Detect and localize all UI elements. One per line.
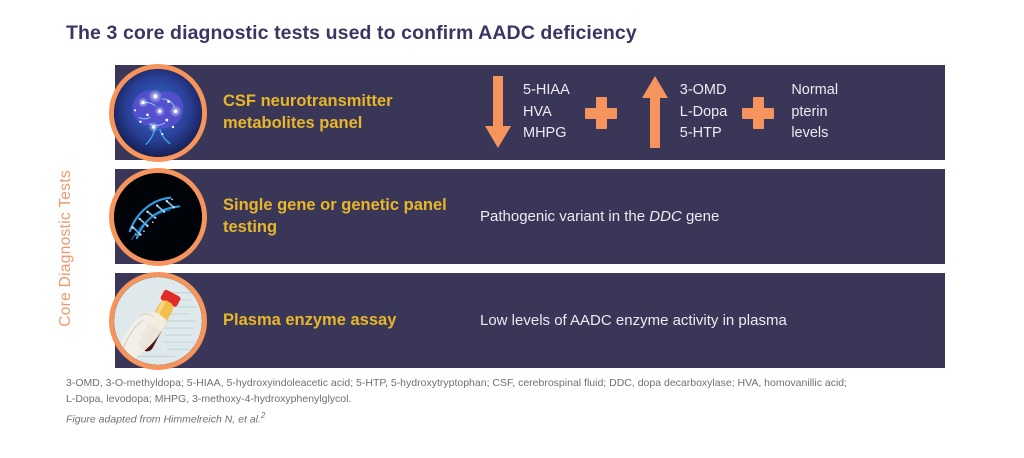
metabolite-cluster: 5-HIAA HVA MHPG 3-OMD L-Dopa 5-HTP xyxy=(475,65,838,160)
up-arrow-increased xyxy=(632,75,678,150)
plus-sign-1 xyxy=(570,96,632,129)
footnote-abbreviations-line-1: 3-OMD, 3-O-methyldopa; 5-HIAA, 5-hydroxy… xyxy=(66,377,848,389)
metabolite-item: 5-HTP xyxy=(679,125,722,142)
page-title: The 3 core diagnostic tests used to conf… xyxy=(66,22,637,44)
row-description-genetic-testing: Pathogenic variant in the DDC gene xyxy=(480,207,719,227)
row-heading-genetic-testing: Single gene or genetic panel testing xyxy=(223,196,447,236)
footnote-abbreviations-line-2: L-Dopa, levodopa; MHPG, 3-methoxy-4-hydr… xyxy=(66,392,352,405)
normal-finding-line: Normal xyxy=(791,82,839,99)
diagnostic-test-row-csf-panel: CSF neurotransmitter metabolites panel 5… xyxy=(109,63,945,162)
metabolite-item: MHPG xyxy=(523,125,567,142)
decreased-metabolites-list: 5-HIAA HVA MHPG xyxy=(523,80,570,144)
credit-reference-number: 2 xyxy=(260,410,266,420)
plus-sign-2 xyxy=(727,96,789,129)
diagnostic-tests-list: CSF neurotransmitter metabolites panel 5… xyxy=(109,63,945,377)
metabolite-item: L-Dopa xyxy=(679,103,728,120)
blood-tube-icon xyxy=(109,271,207,370)
down-arrow-decreased xyxy=(475,75,521,150)
row-description-plasma-assay: Low levels of AADC enzyme activity in pl… xyxy=(480,311,787,329)
desc-text-after: gene xyxy=(681,207,720,225)
increased-metabolites-list: 3-OMD L-Dopa 5-HTP xyxy=(680,80,728,144)
vertical-axis-label: Core Diagnostic Tests xyxy=(57,170,74,327)
diagnostic-test-row-genetic-testing: Single gene or genetic panel testing Pat… xyxy=(109,167,945,266)
diagnostic-test-row-plasma-assay: Plasma enzyme assay Low levels of AADC e… xyxy=(109,271,945,370)
row-heading-csf-panel: CSF neurotransmitter metabolites panel xyxy=(223,92,393,132)
dna-icon xyxy=(109,167,207,266)
gene-name-ddc: DDC xyxy=(649,207,682,225)
footnotes: 3-OMD, 3-O-methyldopa; 5-HIAA, 5-hydroxy… xyxy=(66,376,966,428)
normal-finding-line: levels xyxy=(791,125,829,142)
row-heading-plasma-assay: Plasma enzyme assay xyxy=(223,310,397,329)
metabolite-item: 5-HIAA xyxy=(523,82,570,99)
metabolite-item: 3-OMD xyxy=(679,82,727,99)
metabolite-item: HVA xyxy=(523,103,552,120)
footnote-figure-credit: Figure adapted from Himmelreich N, et al… xyxy=(66,410,966,428)
desc-text-before: Pathogenic variant in the xyxy=(480,207,650,225)
normal-finding-line: pterin xyxy=(791,103,828,120)
normal-pterin-levels-note: Normal pterin levels xyxy=(791,80,838,144)
credit-text: Figure adapted from Himmelreich N, et al… xyxy=(66,413,261,426)
brain-icon xyxy=(109,63,207,162)
